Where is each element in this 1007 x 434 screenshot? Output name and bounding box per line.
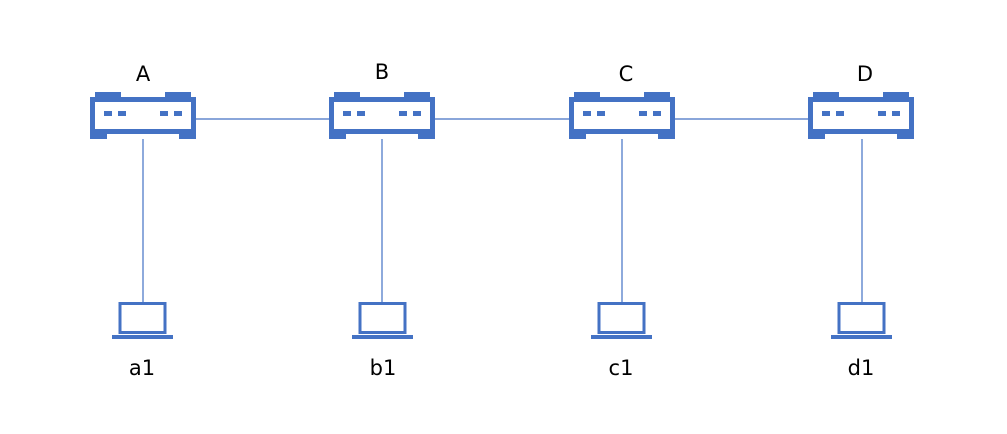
- host-label-b1: b1: [369, 356, 397, 380]
- host-label-a1: a1: [128, 356, 156, 380]
- laptop-a1-icon: [110, 302, 175, 341]
- host-label-c1: c1: [608, 356, 634, 380]
- switch-label-A: A: [135, 62, 151, 86]
- host-label-d1: d1: [847, 356, 875, 380]
- laptop-b1-icon: [350, 302, 415, 341]
- switch-A-icon: [90, 92, 196, 139]
- switch-B-icon: [329, 92, 435, 139]
- switch-label-D: D: [856, 62, 874, 86]
- laptop-d1-icon: [829, 302, 894, 341]
- switch-C-icon: [569, 92, 675, 139]
- switch-label-B: B: [374, 60, 390, 84]
- laptop-c1-icon: [589, 302, 654, 341]
- switch-D-icon: [808, 92, 914, 139]
- switch-label-C: C: [618, 62, 634, 86]
